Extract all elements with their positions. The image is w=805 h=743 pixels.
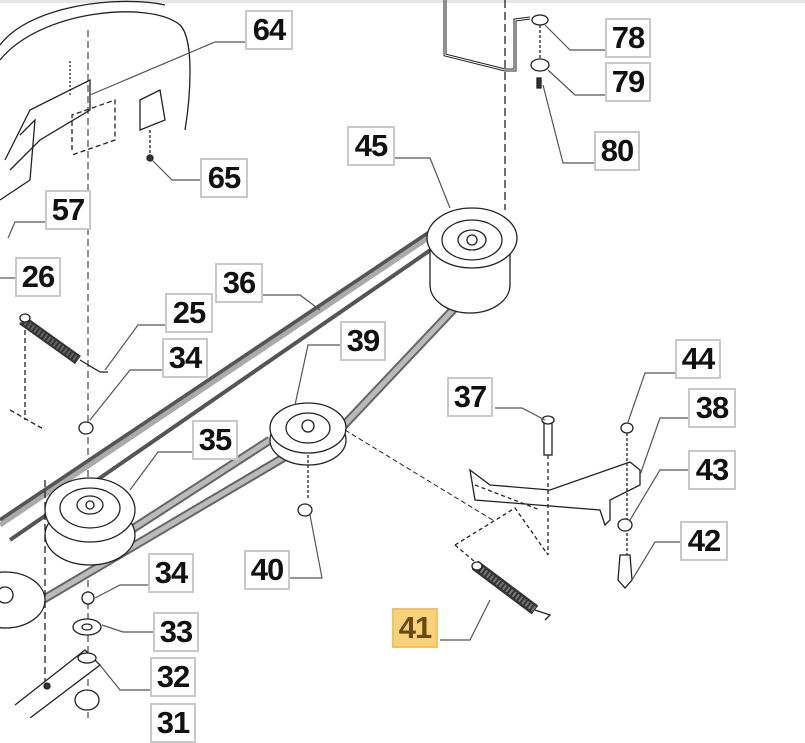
callout-35[interactable]: 35 <box>192 420 238 460</box>
lower-hardware <box>14 591 102 718</box>
callout-32[interactable]: 32 <box>150 657 196 697</box>
blade-pulley <box>44 421 136 566</box>
callout-26[interactable]: 26 <box>15 257 61 297</box>
top-edge-bar <box>0 0 805 3</box>
leader-lines <box>0 24 692 691</box>
callout-34-lower[interactable]: 34 <box>148 553 194 593</box>
callout-25[interactable]: 25 <box>165 293 213 333</box>
callout-42[interactable]: 42 <box>680 521 728 561</box>
idler-bracket <box>454 415 641 589</box>
callout-31[interactable]: 31 <box>150 703 196 743</box>
callout-39[interactable]: 39 <box>340 321 386 361</box>
callout-33[interactable]: 33 <box>153 612 199 652</box>
idler-pulley <box>269 402 551 556</box>
callout-79[interactable]: 79 <box>605 62 651 102</box>
callout-37[interactable]: 37 <box>447 377 493 417</box>
callout-40[interactable]: 40 <box>244 550 290 590</box>
callout-64[interactable]: 64 <box>245 10 293 50</box>
tension-spring <box>454 544 552 621</box>
callout-80[interactable]: 80 <box>594 131 640 171</box>
tension-spring-upper <box>19 313 108 420</box>
callout-65[interactable]: 65 <box>200 158 248 198</box>
callout-43[interactable]: 43 <box>688 450 736 490</box>
callout-41-highlighted[interactable]: 41 <box>392 608 438 648</box>
engine-pulley <box>426 207 518 314</box>
control-rod <box>443 0 550 210</box>
callout-78[interactable]: 78 <box>605 18 651 58</box>
lower-left-pulley <box>0 409 46 700</box>
callout-44[interactable]: 44 <box>675 339 721 379</box>
callout-45[interactable]: 45 <box>347 126 395 166</box>
callout-38[interactable]: 38 <box>688 388 736 428</box>
parts-diagram <box>0 0 692 718</box>
callout-34-upper[interactable]: 34 <box>162 338 208 378</box>
callout-57[interactable]: 57 <box>45 190 91 230</box>
callout-36[interactable]: 36 <box>215 263 263 303</box>
